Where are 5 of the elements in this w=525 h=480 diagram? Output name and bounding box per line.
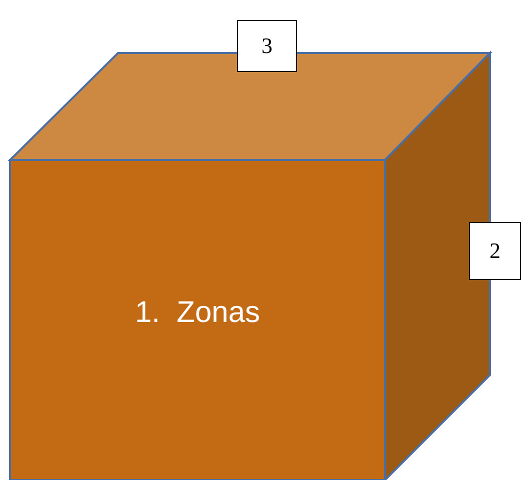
label-number: 3: [262, 33, 272, 59]
label-box: [237, 20, 297, 72]
label-box: [469, 222, 521, 280]
face-label: 1. Zonas: [134, 296, 260, 330]
label-number: 2: [490, 238, 500, 264]
